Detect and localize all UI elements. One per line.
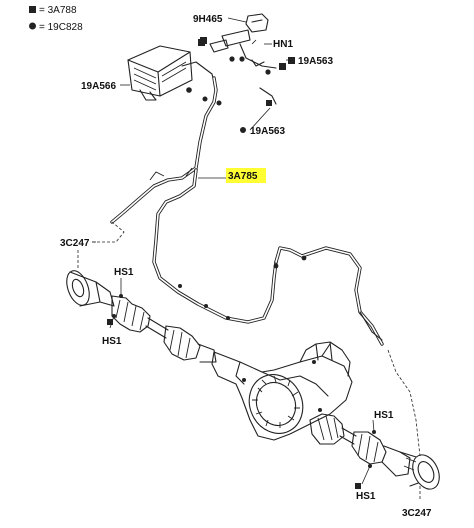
label-9H465: 9H465 bbox=[193, 14, 223, 25]
label-HN1: HN1 bbox=[273, 39, 293, 50]
callout-labels: 9H465 HN1 19A563 19A566 19A563 3A785 3C2… bbox=[60, 14, 432, 519]
left-halfshaft bbox=[66, 270, 217, 363]
label-19A563-lower: 19A563 bbox=[250, 126, 285, 137]
legend-square-icon bbox=[29, 6, 36, 13]
rear-axle-housing bbox=[211, 341, 353, 441]
control-module-19A566 bbox=[127, 45, 215, 101]
label-HS1-lower-right: HS1 bbox=[356, 491, 376, 502]
label-HS1-upper-left: HS1 bbox=[114, 267, 134, 278]
valve-assembly bbox=[200, 13, 286, 106]
legend-circle-text: = 19C828 bbox=[39, 22, 83, 33]
legend-square-text: = 3A788 bbox=[39, 5, 77, 16]
square-marker-icon bbox=[355, 483, 361, 489]
label-3A785: 3A785 bbox=[228, 171, 258, 182]
highlight-3A785 bbox=[226, 168, 266, 183]
right-halfshaft bbox=[309, 413, 440, 490]
label-HS1-lower-left: HS1 bbox=[102, 336, 122, 347]
axle-vent-tube bbox=[273, 246, 384, 346]
circle-marker-icon bbox=[240, 127, 246, 133]
label-19A563-right: 19A563 bbox=[298, 56, 333, 67]
label-3C247-right: 3C247 bbox=[402, 508, 432, 519]
square-marker-icon bbox=[198, 39, 205, 46]
square-marker-icon bbox=[288, 57, 295, 64]
vent-hose-routing bbox=[110, 76, 278, 324]
legend-circle-icon bbox=[29, 22, 36, 30]
label-19A566: 19A566 bbox=[81, 81, 116, 92]
label-HS1-upper-right: HS1 bbox=[374, 410, 394, 421]
label-3C247-left: 3C247 bbox=[60, 238, 90, 249]
legend: = 3A788 = 19C828 bbox=[29, 5, 83, 33]
hs1-markers bbox=[112, 294, 376, 468]
leader-lines bbox=[77, 17, 421, 500]
square-marker-icon bbox=[107, 319, 113, 325]
